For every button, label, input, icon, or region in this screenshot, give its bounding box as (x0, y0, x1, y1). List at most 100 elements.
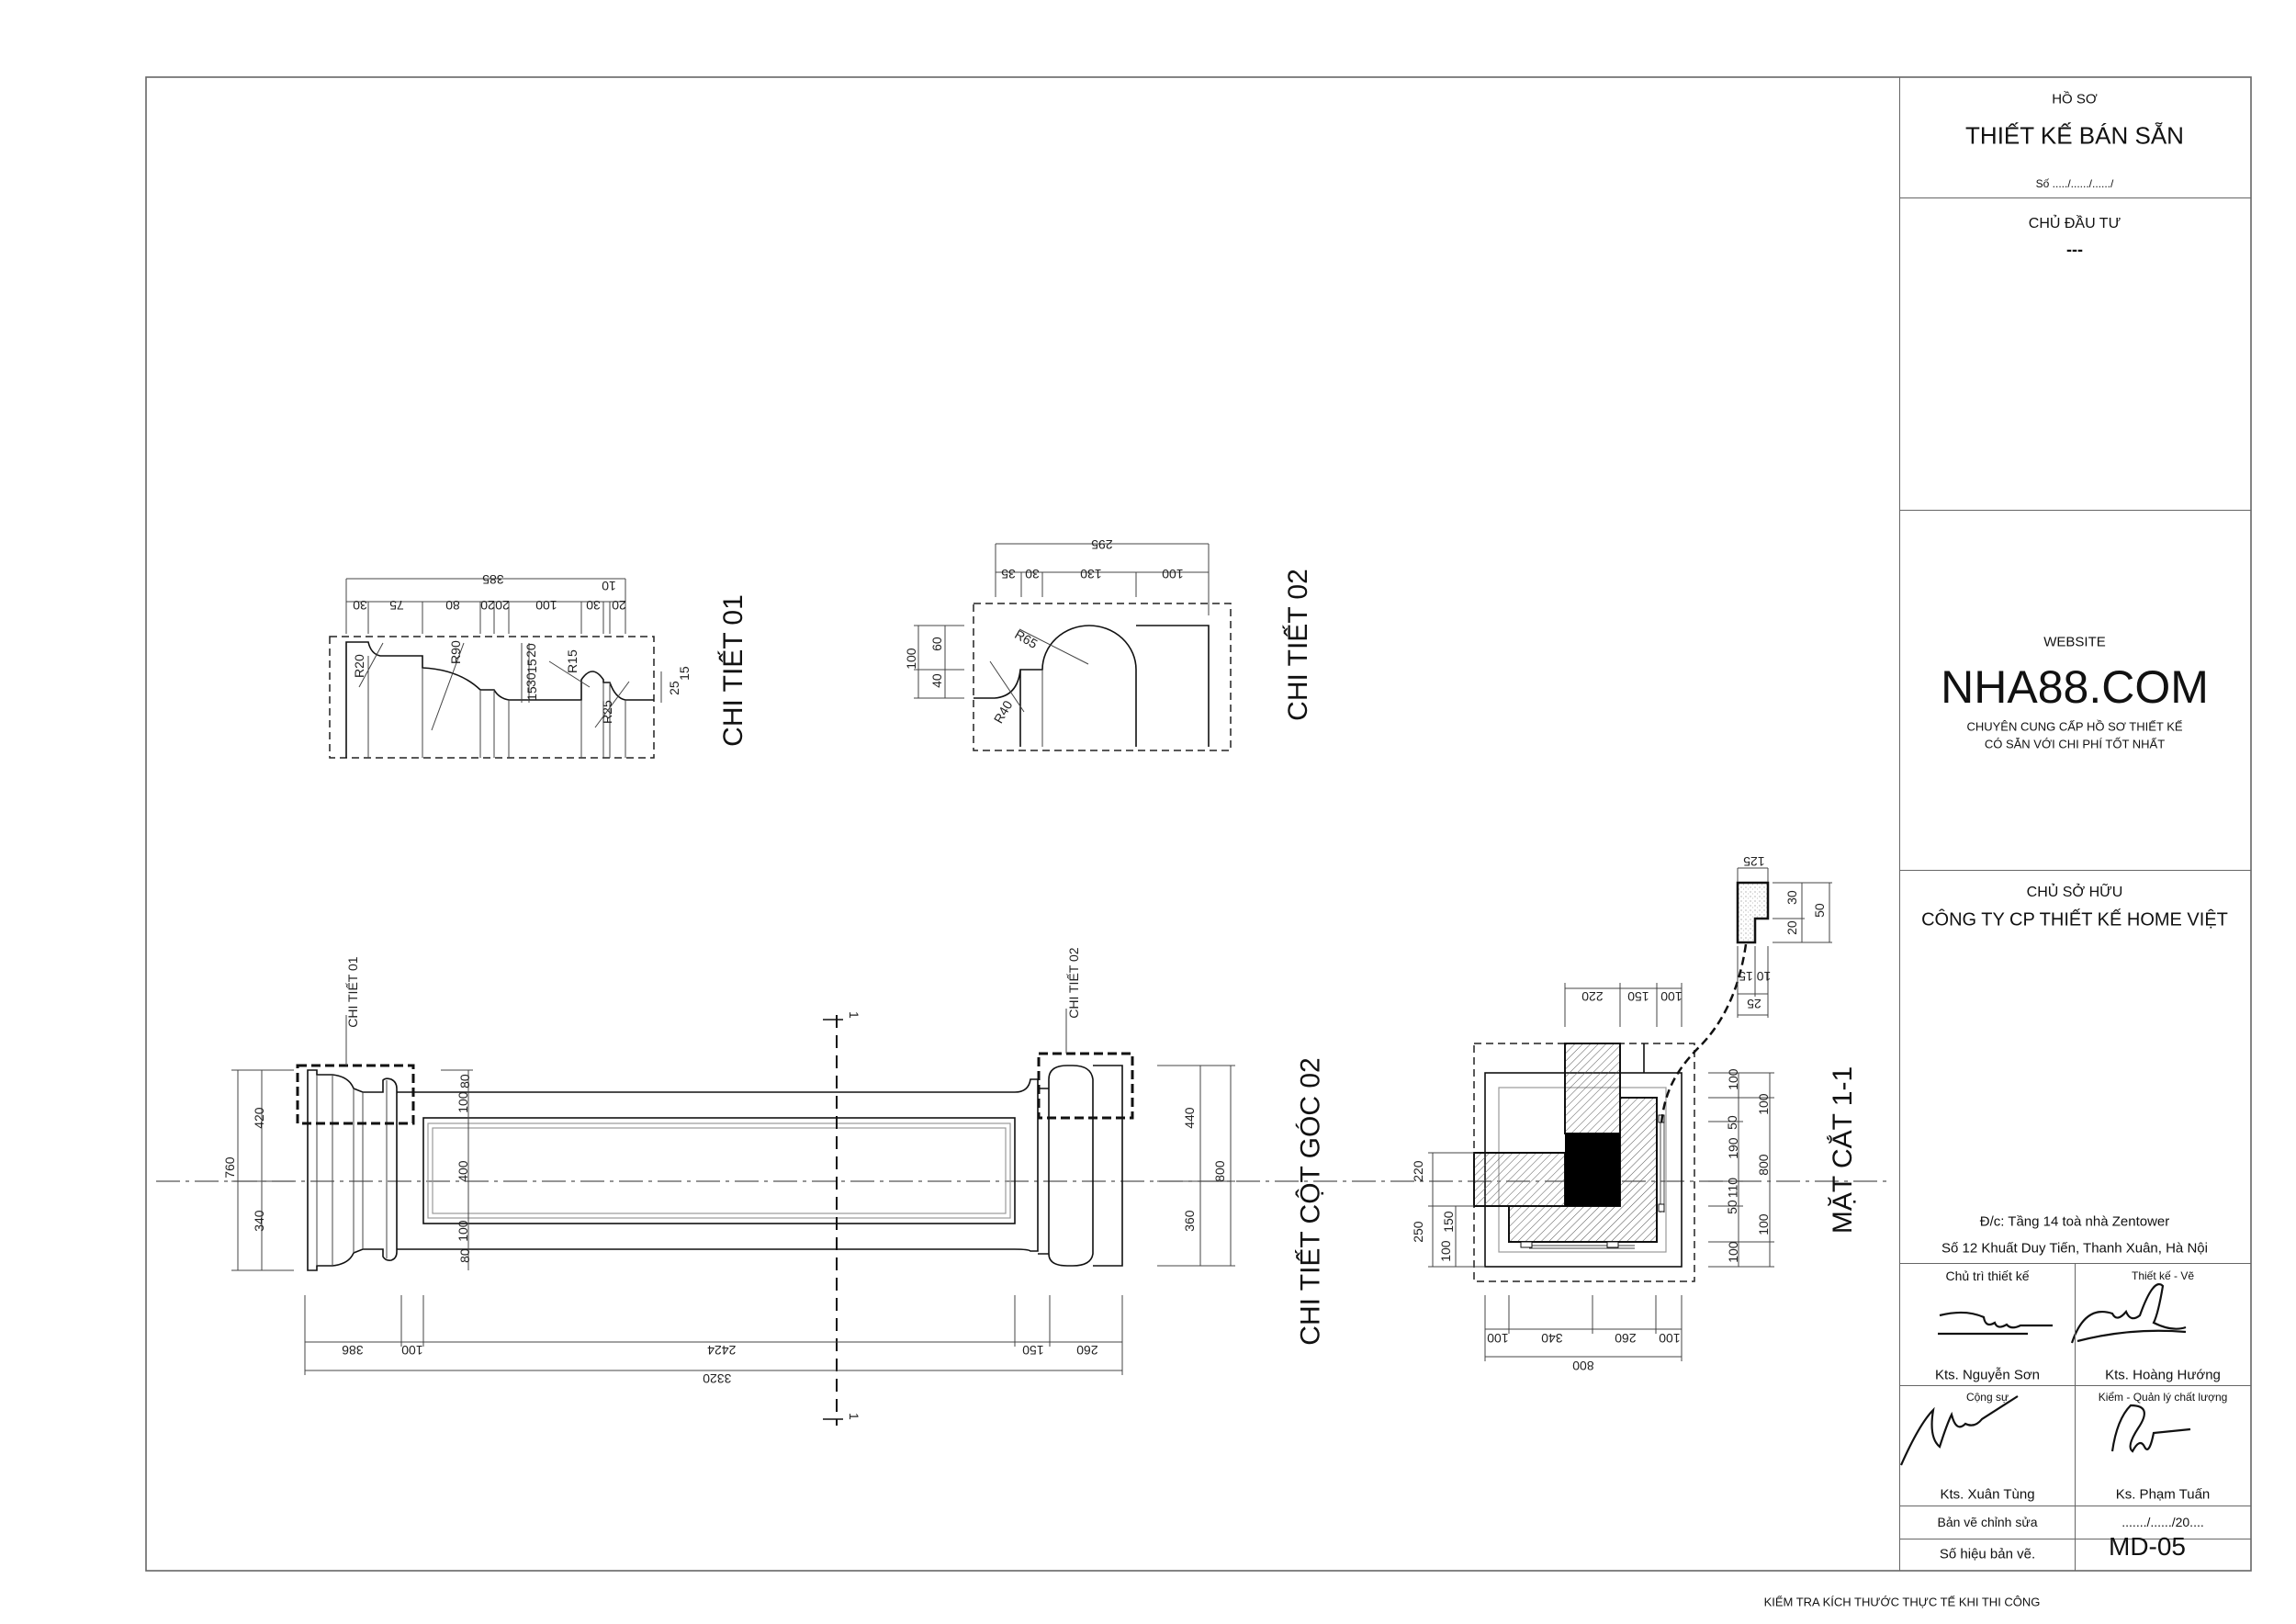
dim-text: 340 (1541, 1331, 1563, 1346)
dim-text: 100 (1726, 1241, 1740, 1263)
dim-text: 220 (1581, 989, 1604, 1004)
dim-text: 80 (457, 1248, 472, 1263)
signer-name: Kts. Hoàng Hướng (2105, 1367, 2221, 1383)
signer-name: Kts. Xuân Tùng (1940, 1486, 2035, 1503)
footer-note: KIỂM TRA KÍCH THƯỚC THỰC TẾ KHI THI CÔNG (1763, 1595, 2041, 1609)
dim-text: 190 (1726, 1137, 1740, 1159)
molding-profile (1736, 881, 1770, 944)
radius-label: R90 (448, 640, 463, 664)
dim-text: 3320 (703, 1371, 731, 1386)
detail-02-title: CHI TIẾT 02 (1282, 569, 1313, 721)
dim-text: 30 (1025, 567, 1040, 581)
dim-text: 100 (1438, 1240, 1453, 1262)
dim-text: 15 (677, 666, 692, 681)
detail-01: 385 30 75 80 20 20 100 30 10 20 R20 R90 … (329, 572, 748, 759)
website-link[interactable]: NHA88.COM (1941, 661, 2209, 713)
drawing-number-label: Số hiệu bản vẽ. (1939, 1546, 2036, 1562)
dim-text: 100 (1726, 1068, 1740, 1090)
ho-so-label: HỒ SƠ (2052, 91, 2098, 107)
dim-text: 15 (524, 686, 539, 701)
detail-02-frame (973, 603, 1232, 751)
dim-text: 386 (342, 1343, 364, 1358)
revision-value: ......./....../20.... (2122, 1515, 2204, 1529)
dim-text: 340 (252, 1210, 266, 1232)
dim-text: 800 (1572, 1359, 1594, 1373)
dim-text: 10 15 (1739, 969, 1771, 984)
tagline: CHUYÊN CUNG CẤP HỒ SƠ THIẾT KẾ (1966, 719, 2183, 734)
radius-label: R40 (991, 698, 1016, 726)
dim-text: 150 (1022, 1343, 1044, 1358)
dim-text: 35 (1001, 567, 1016, 581)
radius-label: R15 (565, 649, 580, 673)
signer-role: Kiểm - Quản lý chất lượng (2098, 1391, 2228, 1404)
detail-01-title: CHI TIẾT 01 (717, 594, 748, 747)
drawing-number: MD-05 (2108, 1532, 2187, 1561)
signature-hoang-huong (2070, 1283, 2187, 1344)
dim-text: 420 (252, 1107, 266, 1129)
elevation-title: CHI TIẾT CỘT GÓC 02 (1295, 1057, 1326, 1345)
dim-text: 15 (524, 659, 539, 673)
dim-text: 295 (1091, 537, 1113, 552)
detail-leader (1660, 943, 1748, 1124)
dim-text: 800 (1756, 1154, 1771, 1176)
radius-label: R20 (352, 654, 366, 678)
callout-box-02 (1037, 1052, 1134, 1120)
dim-text: 100 (456, 1091, 470, 1113)
signer-name: Kts. Nguyễn Sơn (1934, 1367, 2041, 1383)
signer-name: Ks. Phạm Tuấn (2115, 1486, 2211, 1503)
rail-panel (422, 1117, 1016, 1224)
dim-text: 150 (1627, 989, 1649, 1004)
dim-text: 20 (612, 598, 626, 613)
signature-xuan-tung (1899, 1395, 2019, 1466)
dim-text: 100 (1756, 1093, 1771, 1115)
dim-text: 25 (667, 681, 681, 695)
dim-text: 30 (586, 598, 601, 613)
address-line: Số 12 Khuất Duy Tiến, Thanh Xuân, Hà Nội (1941, 1240, 2208, 1257)
column-elevation: CHI TIẾT 01 CHI TIẾT 02 1 1 760 420 340 … (156, 947, 1892, 1426)
owner-label: CHỦ SỞ HỮU (2026, 885, 2123, 900)
signer-role: Cộng sự (1965, 1391, 2009, 1404)
callout-label: CHI TIẾT 01 (345, 956, 360, 1028)
section-mark: 1 (847, 1413, 861, 1420)
solid-core (1565, 1133, 1620, 1206)
dim-text: 40 (929, 673, 944, 688)
dim-text: 760 (222, 1156, 237, 1179)
dim-text: 25 (1747, 997, 1761, 1011)
dim-text: 60 (929, 637, 944, 651)
radius-label: R65 (1012, 626, 1040, 651)
dim-text: 50 (1725, 1200, 1739, 1214)
dim-text: 220 (1411, 1160, 1425, 1182)
dim-text: 360 (1182, 1210, 1197, 1232)
signer-role: Thiết kế - Vẽ (2131, 1269, 2195, 1282)
detail-01-profile (345, 641, 654, 758)
dim-text: 130 (1080, 567, 1102, 581)
dim-text: 260 (1076, 1343, 1098, 1358)
investor-value: --- (2066, 240, 2083, 259)
dim-text: 30 (523, 672, 538, 687)
address-line: Đ/c: Tầng 14 toà nhà Zentower (1979, 1213, 2170, 1230)
dim-text: 100 (1660, 989, 1683, 1004)
dim-text: 50 (1725, 1115, 1739, 1130)
dim-text: 150 (1441, 1211, 1456, 1233)
dim-text: 100 (904, 648, 918, 670)
dim-text: 440 (1182, 1107, 1197, 1129)
left-column (307, 1069, 398, 1271)
detail-02: 295 35 30 130 100 100 60 40 R65 R40 CHI … (904, 537, 1313, 751)
dim-text: 30 (1784, 890, 1799, 905)
dim-text: 385 (482, 572, 504, 587)
hatched-arm (1473, 1152, 1566, 1207)
section-title: MẶT CẮT 1-1 (1827, 1066, 1858, 1234)
project-title: THIẾT KẾ BÁN SẴN (1965, 121, 2184, 150)
dim-text: 20 (480, 598, 495, 613)
dim-text: 20 (495, 598, 510, 613)
radius-label: R25 (600, 700, 614, 724)
dim-text: 10 (602, 579, 616, 593)
callout-label: CHI TIẾT 02 (1066, 947, 1081, 1019)
file-number: Số ...../....../....../ (2035, 177, 2114, 190)
signer-role: Chủ trì thiết kế (1945, 1269, 2030, 1283)
section-mark: 1 (847, 1011, 861, 1019)
detail-01-frame (329, 636, 655, 759)
detail-02-profile (974, 625, 1210, 747)
signature-nguyen-son (1938, 1311, 2053, 1336)
